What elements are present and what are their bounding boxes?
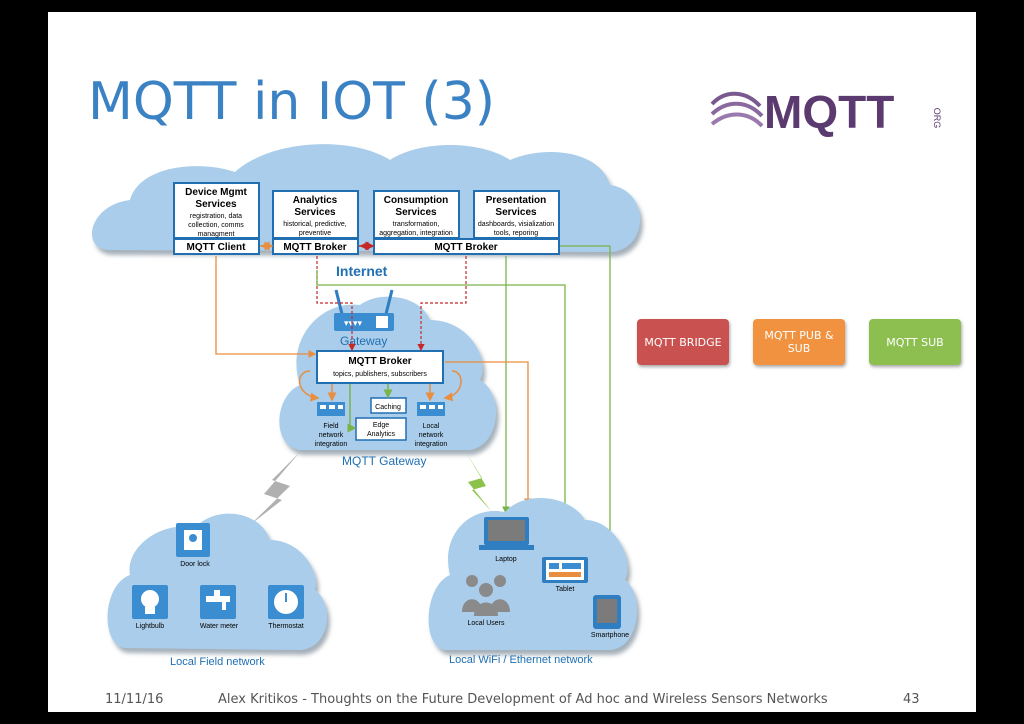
- field-network-label: network: [319, 432, 344, 439]
- legend-mqtt-sub-label: MQTT SUB: [886, 335, 944, 349]
- wireless-link-icon: [466, 452, 492, 512]
- edge-analytics-box: Edge Analytics: [355, 417, 407, 441]
- legend-mqtt-pubsub-label: MQTT PUB &SUB: [764, 329, 834, 355]
- svg-text:▾▾▾▾: ▾▾▾▾: [344, 318, 363, 328]
- mqtt-client-label: MQTT Client: [187, 242, 247, 253]
- bridge-connection-line: [417, 256, 467, 352]
- water-meter-icon: [200, 585, 236, 619]
- local-network-label: Local: [423, 423, 440, 430]
- service-title: Consumption: [384, 195, 448, 206]
- field-network-icon: [317, 402, 345, 416]
- water-meter-label: Water meter: [200, 623, 239, 630]
- mqtt-logo-suffix: ORG: [932, 108, 942, 129]
- gateway-label: Gateway: [340, 334, 387, 348]
- thermostat-label: Thermostat: [268, 623, 303, 630]
- smartphone-icon: [593, 595, 621, 629]
- local-users-icon: [462, 575, 510, 616]
- smartphone-label: Smartphone: [591, 632, 629, 639]
- svg-text:topics, publishers, subscriber: topics, publishers, subscribers: [333, 371, 427, 378]
- local-network-icon: [417, 402, 445, 416]
- bridge-connection-line: [316, 256, 356, 352]
- service-title: Device Mgmt: [185, 187, 247, 198]
- service-box-analytics: Analytics Services historical, predictiv…: [272, 190, 359, 239]
- router-icon: ▾▾▾▾: [334, 289, 394, 331]
- bridge-connection-line: [215, 256, 317, 358]
- legend-mqtt-bridge: MQTT BRIDGE: [637, 319, 729, 365]
- thermostat-icon: [268, 585, 304, 619]
- service-desc: tools, reporing: [494, 230, 538, 237]
- mqtt-broker-label: MQTT Broker: [434, 242, 497, 253]
- service-title: Services: [495, 207, 537, 218]
- slide-title: MQTT in IOT (3): [88, 72, 496, 132]
- gateway-broker-box: MQTT Broker topics, publishers, subscrib…: [316, 350, 444, 384]
- sub-connection-line: [316, 270, 569, 555]
- mqtt-logo: MQTT ORG: [710, 86, 942, 138]
- service-desc: historical, predictive,: [283, 221, 346, 228]
- legend-mqtt-pubsub: MQTT PUB &SUB: [753, 319, 845, 365]
- mqtt-logo-text: MQTT: [764, 86, 894, 138]
- svg-text:MQTT Broker: MQTT Broker: [348, 356, 411, 367]
- internal-arrow: [443, 370, 462, 402]
- mqtt-gateway-label: MQTT Gateway: [342, 454, 426, 468]
- local-network-label: network: [419, 432, 444, 439]
- internet-label: Internet: [336, 263, 388, 279]
- svg-text:Caching: Caching: [375, 404, 401, 411]
- lightbulb-icon: [132, 585, 168, 619]
- tablet-label: Tablet: [556, 586, 575, 593]
- laptop-icon: [479, 517, 534, 550]
- local-network-label: integration: [415, 441, 448, 448]
- caching-box: Caching: [370, 397, 407, 414]
- service-desc: dashboards, visialization: [478, 221, 554, 228]
- door-lock-label: Door lock: [180, 561, 210, 568]
- footer-date: 11/11/16: [105, 692, 164, 707]
- service-desc: collection, comms: [188, 222, 244, 229]
- service-title: Services: [395, 207, 437, 218]
- cloud-mqtt-bar: MQTT Client MQTT Broker MQTT Broker: [173, 238, 560, 255]
- svg-text:Analytics: Analytics: [367, 431, 396, 438]
- field-network-label: integration: [315, 441, 348, 448]
- internal-arrow: [299, 370, 320, 402]
- service-desc: transformation,: [393, 221, 440, 228]
- footer-page-number: 43: [903, 692, 920, 707]
- service-title: Analytics: [293, 195, 338, 206]
- service-desc: preventive: [299, 230, 331, 237]
- pubsub-connection-line: [445, 361, 532, 507]
- sub-connection-line: [560, 245, 614, 597]
- service-box-consumption: Consumption Services transformation, agg…: [373, 190, 460, 239]
- service-box-device-mgmt: Device Mgmt Services registration, data …: [173, 182, 260, 239]
- internal-arrow: [347, 384, 357, 433]
- service-desc: managment: [198, 231, 235, 238]
- legend-mqtt-sub: MQTT SUB: [869, 319, 961, 365]
- service-box-presentation: Presentation Services dashboards, visial…: [473, 190, 560, 239]
- door-lock-icon: [176, 523, 210, 557]
- svg-text:Edge: Edge: [373, 422, 389, 429]
- tablet-icon: [542, 557, 588, 583]
- wireless-link-icon: [250, 452, 300, 525]
- service-title: Services: [195, 199, 237, 210]
- service-desc: registration, data: [190, 213, 242, 220]
- field-network-name: Local Field network: [170, 656, 265, 668]
- legend-mqtt-bridge-label: MQTT BRIDGE: [644, 335, 722, 349]
- local-users-label: Local Users: [468, 620, 505, 627]
- service-desc: aggregation, integration: [379, 230, 453, 237]
- wifi-network-name: Local WiFi / Ethernet network: [449, 654, 593, 666]
- laptop-label: Laptop: [495, 556, 517, 563]
- service-title: Presentation: [486, 195, 547, 206]
- mqtt-broker-label: MQTT Broker: [283, 242, 346, 253]
- service-title: Services: [294, 207, 336, 218]
- footer-caption: Alex Kritikos - Thoughts on the Future D…: [218, 692, 828, 707]
- field-network-label: Field: [323, 423, 338, 430]
- lightbulb-label: Lightbulb: [136, 623, 165, 630]
